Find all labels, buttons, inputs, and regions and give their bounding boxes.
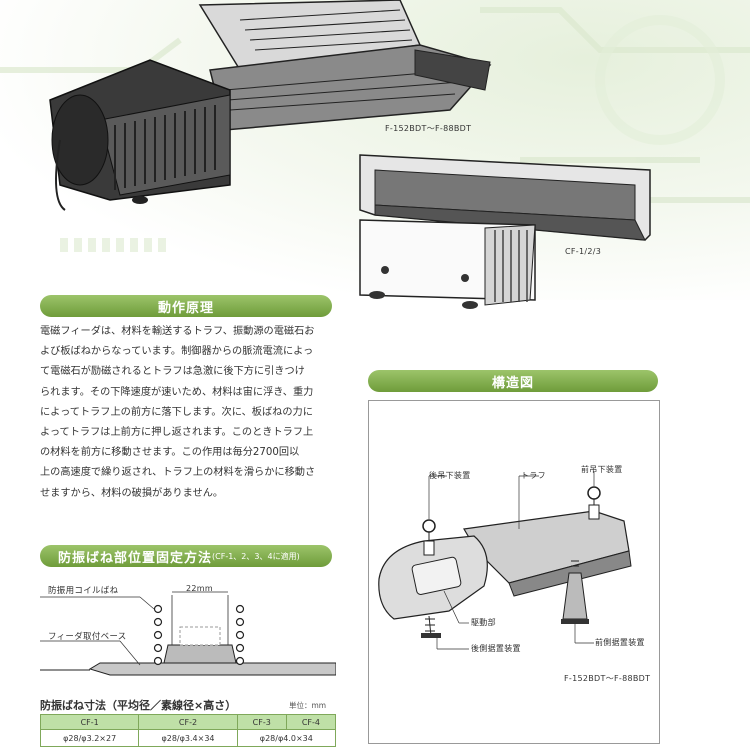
- label-diagram-model: F-152BDT～F-88BDT: [564, 674, 651, 683]
- feeder-illustration-large: [49, 0, 492, 211]
- header-cf3: CF-3: [236, 714, 287, 730]
- label-rear-hanger: 後吊下装置: [429, 471, 471, 480]
- principle-line: 電磁フィーダは、材料を輸送するトラフ、振動源の電磁石お: [40, 326, 315, 337]
- spring-dimension-table: CF-1 CF-2 CF-3 CF-4 φ28/φ3.2×27 φ28/φ3.4…: [39, 714, 337, 747]
- principle-line: て電磁石が励磁されるとトラフは急激に後下方に引きつけ: [40, 366, 305, 378]
- label-feeder-base: フィーダ取付ベース: [48, 632, 127, 642]
- unit-label: 単位：mm: [289, 701, 327, 710]
- label-rear-support: 後側据置装置: [471, 644, 521, 653]
- label-trough: トラフ: [521, 471, 546, 480]
- principle-line: よび板ばねからなっています。制御器からの脈流電流によっ: [40, 346, 314, 358]
- principle-line: られます。その下降速度が速いため、材料は宙に浮き、重力: [40, 386, 314, 398]
- structure-drawing: [378, 471, 632, 650]
- label-drive: 駆動部: [471, 618, 496, 627]
- cell-cf1: φ28/φ3.2×27: [39, 729, 140, 747]
- principle-line: 上の高速度で繰り返され、トラフ上の材料を滑らかに移動さ: [40, 467, 316, 479]
- feeder-illustration-small: [359, 154, 651, 309]
- table-row: φ28/φ3.2×27 φ28/φ3.4×34 φ28/φ4.0×34: [39, 729, 337, 747]
- header-cf2: CF-2: [138, 714, 238, 730]
- spring-mounting-diagram: [40, 591, 336, 676]
- heading-spring-note: (CF-1、2、3、4に適用): [212, 551, 300, 561]
- heading-spring: 防振ばね部位置固定方法 (CF-1、2、3、4に適用): [40, 545, 332, 567]
- principle-line: せますから、材料の破損がありません。: [40, 487, 224, 499]
- principle-line: よってトラフは上前方に押し返されます。このときトラフ上: [40, 427, 314, 439]
- header-cf4: CF-4: [285, 714, 337, 730]
- principle-line: の材料を前方に移動させます。この作用は毎分2700回以: [40, 447, 300, 459]
- spring-table-title: 防振ばね寸法（平均径／素線径×高さ）: [40, 699, 237, 712]
- structure-diagram: 後吊下装置 トラフ 前吊下装置 駆動部 後側据置装置 前側据置装置 F-152B…: [368, 400, 660, 744]
- cell-cf3-cf4: φ28/φ4.0×34: [236, 729, 337, 747]
- heading-spring-title: 防振ばね部位置固定方法: [58, 550, 213, 566]
- label-coil-spring: 防振用コイルばね: [48, 586, 119, 596]
- table-header-row: CF-1 CF-2 CF-3 CF-4: [39, 714, 337, 730]
- dimension-label: 22mm: [186, 584, 213, 593]
- caption-model-small: CF-1/2/3: [565, 247, 602, 256]
- circuit-pattern: [0, 7, 750, 252]
- caption-model-large: F-152BDT～F-88BDT: [385, 124, 472, 133]
- cell-cf2: φ28/φ3.4×34: [138, 729, 238, 747]
- header-cf1: CF-1: [39, 714, 140, 730]
- principle-line: によってトラフ上の前方に落下します。次に、板ばねの力に: [40, 406, 313, 418]
- label-front-hanger: 前吊下装置: [581, 465, 623, 474]
- heading-principle: 動作原理: [40, 295, 332, 317]
- label-front-support: 前側据置装置: [595, 638, 645, 647]
- principle-text: 電磁フィーダは、材料を輸送するトラフ、振動源の電磁石お よび板ばねからなっていま…: [40, 322, 338, 504]
- heading-structure: 構造図: [368, 370, 658, 392]
